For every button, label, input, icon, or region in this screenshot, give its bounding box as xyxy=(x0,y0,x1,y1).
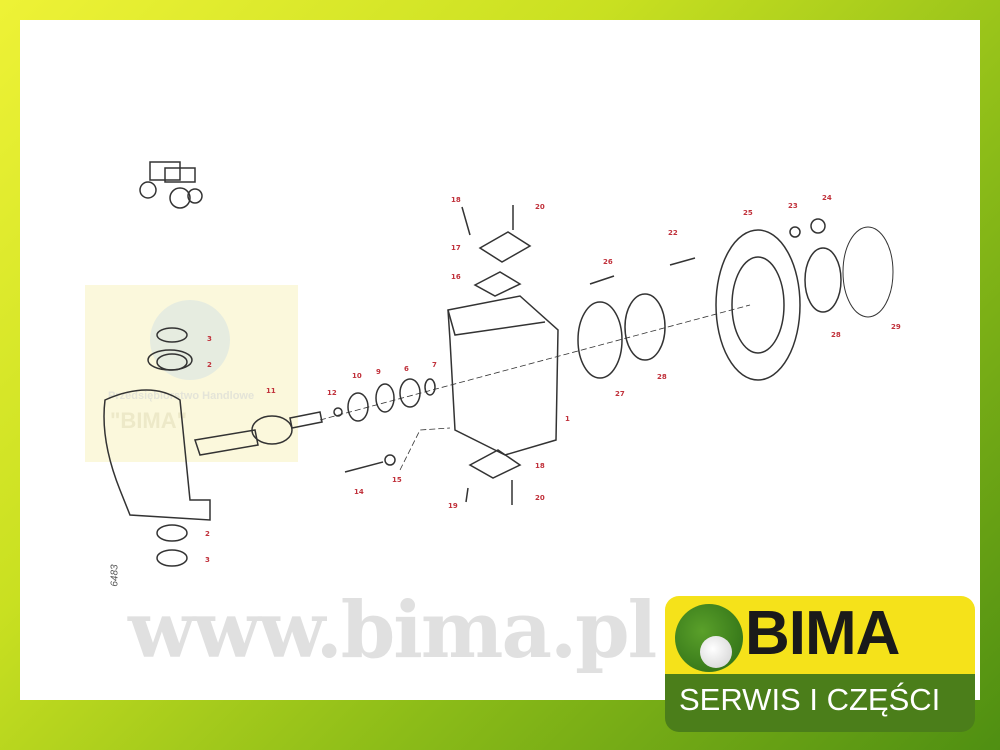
part-label: 9 xyxy=(376,368,381,376)
part-label: 14 xyxy=(354,488,364,496)
part-label: 29 xyxy=(891,323,901,331)
logo-bottom-band xyxy=(665,674,975,732)
top-cover xyxy=(461,205,532,297)
assembly-axis xyxy=(319,304,751,471)
watermark: www.bima.pl xyxy=(128,585,657,676)
part-label: 2 xyxy=(205,530,210,538)
part-label: 27 xyxy=(615,390,625,398)
logo-white-ball-icon xyxy=(700,636,732,668)
drawing-code: 6483 xyxy=(109,564,121,587)
part-label: 18 xyxy=(535,462,545,470)
part-label: 10 xyxy=(352,372,362,380)
o-ring-29 xyxy=(842,226,894,318)
nuts xyxy=(789,218,826,238)
part-label: 1 xyxy=(565,415,570,423)
part-label: 3 xyxy=(207,335,212,343)
part-label: 6 xyxy=(404,365,409,373)
steering-knuckle xyxy=(103,349,211,521)
bolt-26 xyxy=(589,275,615,285)
part-label: 24 xyxy=(822,194,832,202)
part-label: 26 xyxy=(603,258,613,266)
tractor-icon xyxy=(139,161,203,209)
part-label: 20 xyxy=(535,494,545,502)
bearing-28 xyxy=(624,293,666,361)
bearing-28-right xyxy=(804,247,842,313)
bima-logo: BIMA SERWIS I CZĘŚCI xyxy=(665,596,975,734)
stamp-text: Przedsiębiorstwo Handlowe xyxy=(108,390,255,402)
logo-name: BIMA xyxy=(745,599,900,668)
part-label: 7 xyxy=(432,361,437,369)
axle-housing xyxy=(447,295,559,456)
ring-27 xyxy=(577,301,623,379)
part-label: 23 xyxy=(788,202,798,210)
part-label: 11 xyxy=(266,387,276,395)
bottom-cover xyxy=(465,449,522,505)
part-label: 2 xyxy=(207,361,212,369)
part-label: 19 xyxy=(448,502,458,510)
seals-and-rings xyxy=(333,378,436,422)
logo-tagline: SERWIS I CZĘŚCI xyxy=(679,682,941,717)
part-label: 18 xyxy=(451,196,461,204)
part-label: 3 xyxy=(205,556,210,564)
part-label: 15 xyxy=(392,476,402,484)
bolt-14 xyxy=(344,454,396,473)
part-label: 20 xyxy=(535,203,545,211)
hub-flange xyxy=(715,229,801,381)
stamp-text-2: "BIMA" xyxy=(110,408,188,433)
part-label: 28 xyxy=(657,373,667,381)
part-label: 17 xyxy=(451,244,461,252)
bearings-bottom xyxy=(156,524,188,567)
part-label: 12 xyxy=(327,389,337,397)
bolt-22 xyxy=(669,257,696,266)
part-label: 16 xyxy=(451,273,461,281)
part-label: 22 xyxy=(668,229,678,237)
part-label: 25 xyxy=(743,209,753,217)
part-label: 28 xyxy=(831,331,841,339)
drive-shaft xyxy=(194,411,323,456)
bearings-top xyxy=(156,327,188,371)
